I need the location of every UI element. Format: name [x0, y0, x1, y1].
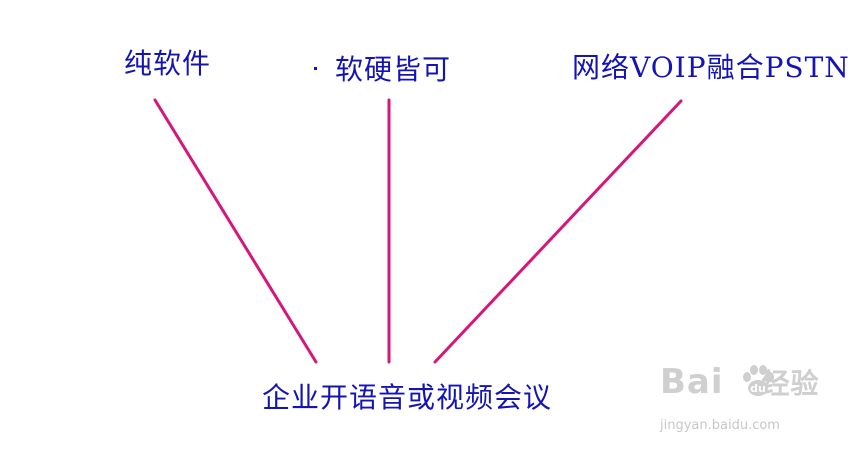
label-pure-software: 纯软件: [124, 47, 212, 80]
watermark-logo-left: Bai: [660, 362, 724, 402]
svg-text:du: du: [750, 382, 766, 395]
label-voip-pstn: 网络VOIP融合PSTN: [572, 51, 850, 84]
label-soft-or-hard: 软硬皆可: [335, 53, 452, 86]
connector-line-left: [153, 98, 318, 364]
label-enterprise-meeting: 企业开语音或视频会议: [262, 381, 553, 414]
stray-dot: [314, 67, 317, 70]
connector-line-right: [433, 99, 683, 364]
watermark-url: jingyan.baidu.com: [660, 418, 780, 433]
paw-icon: du: [743, 365, 774, 396]
